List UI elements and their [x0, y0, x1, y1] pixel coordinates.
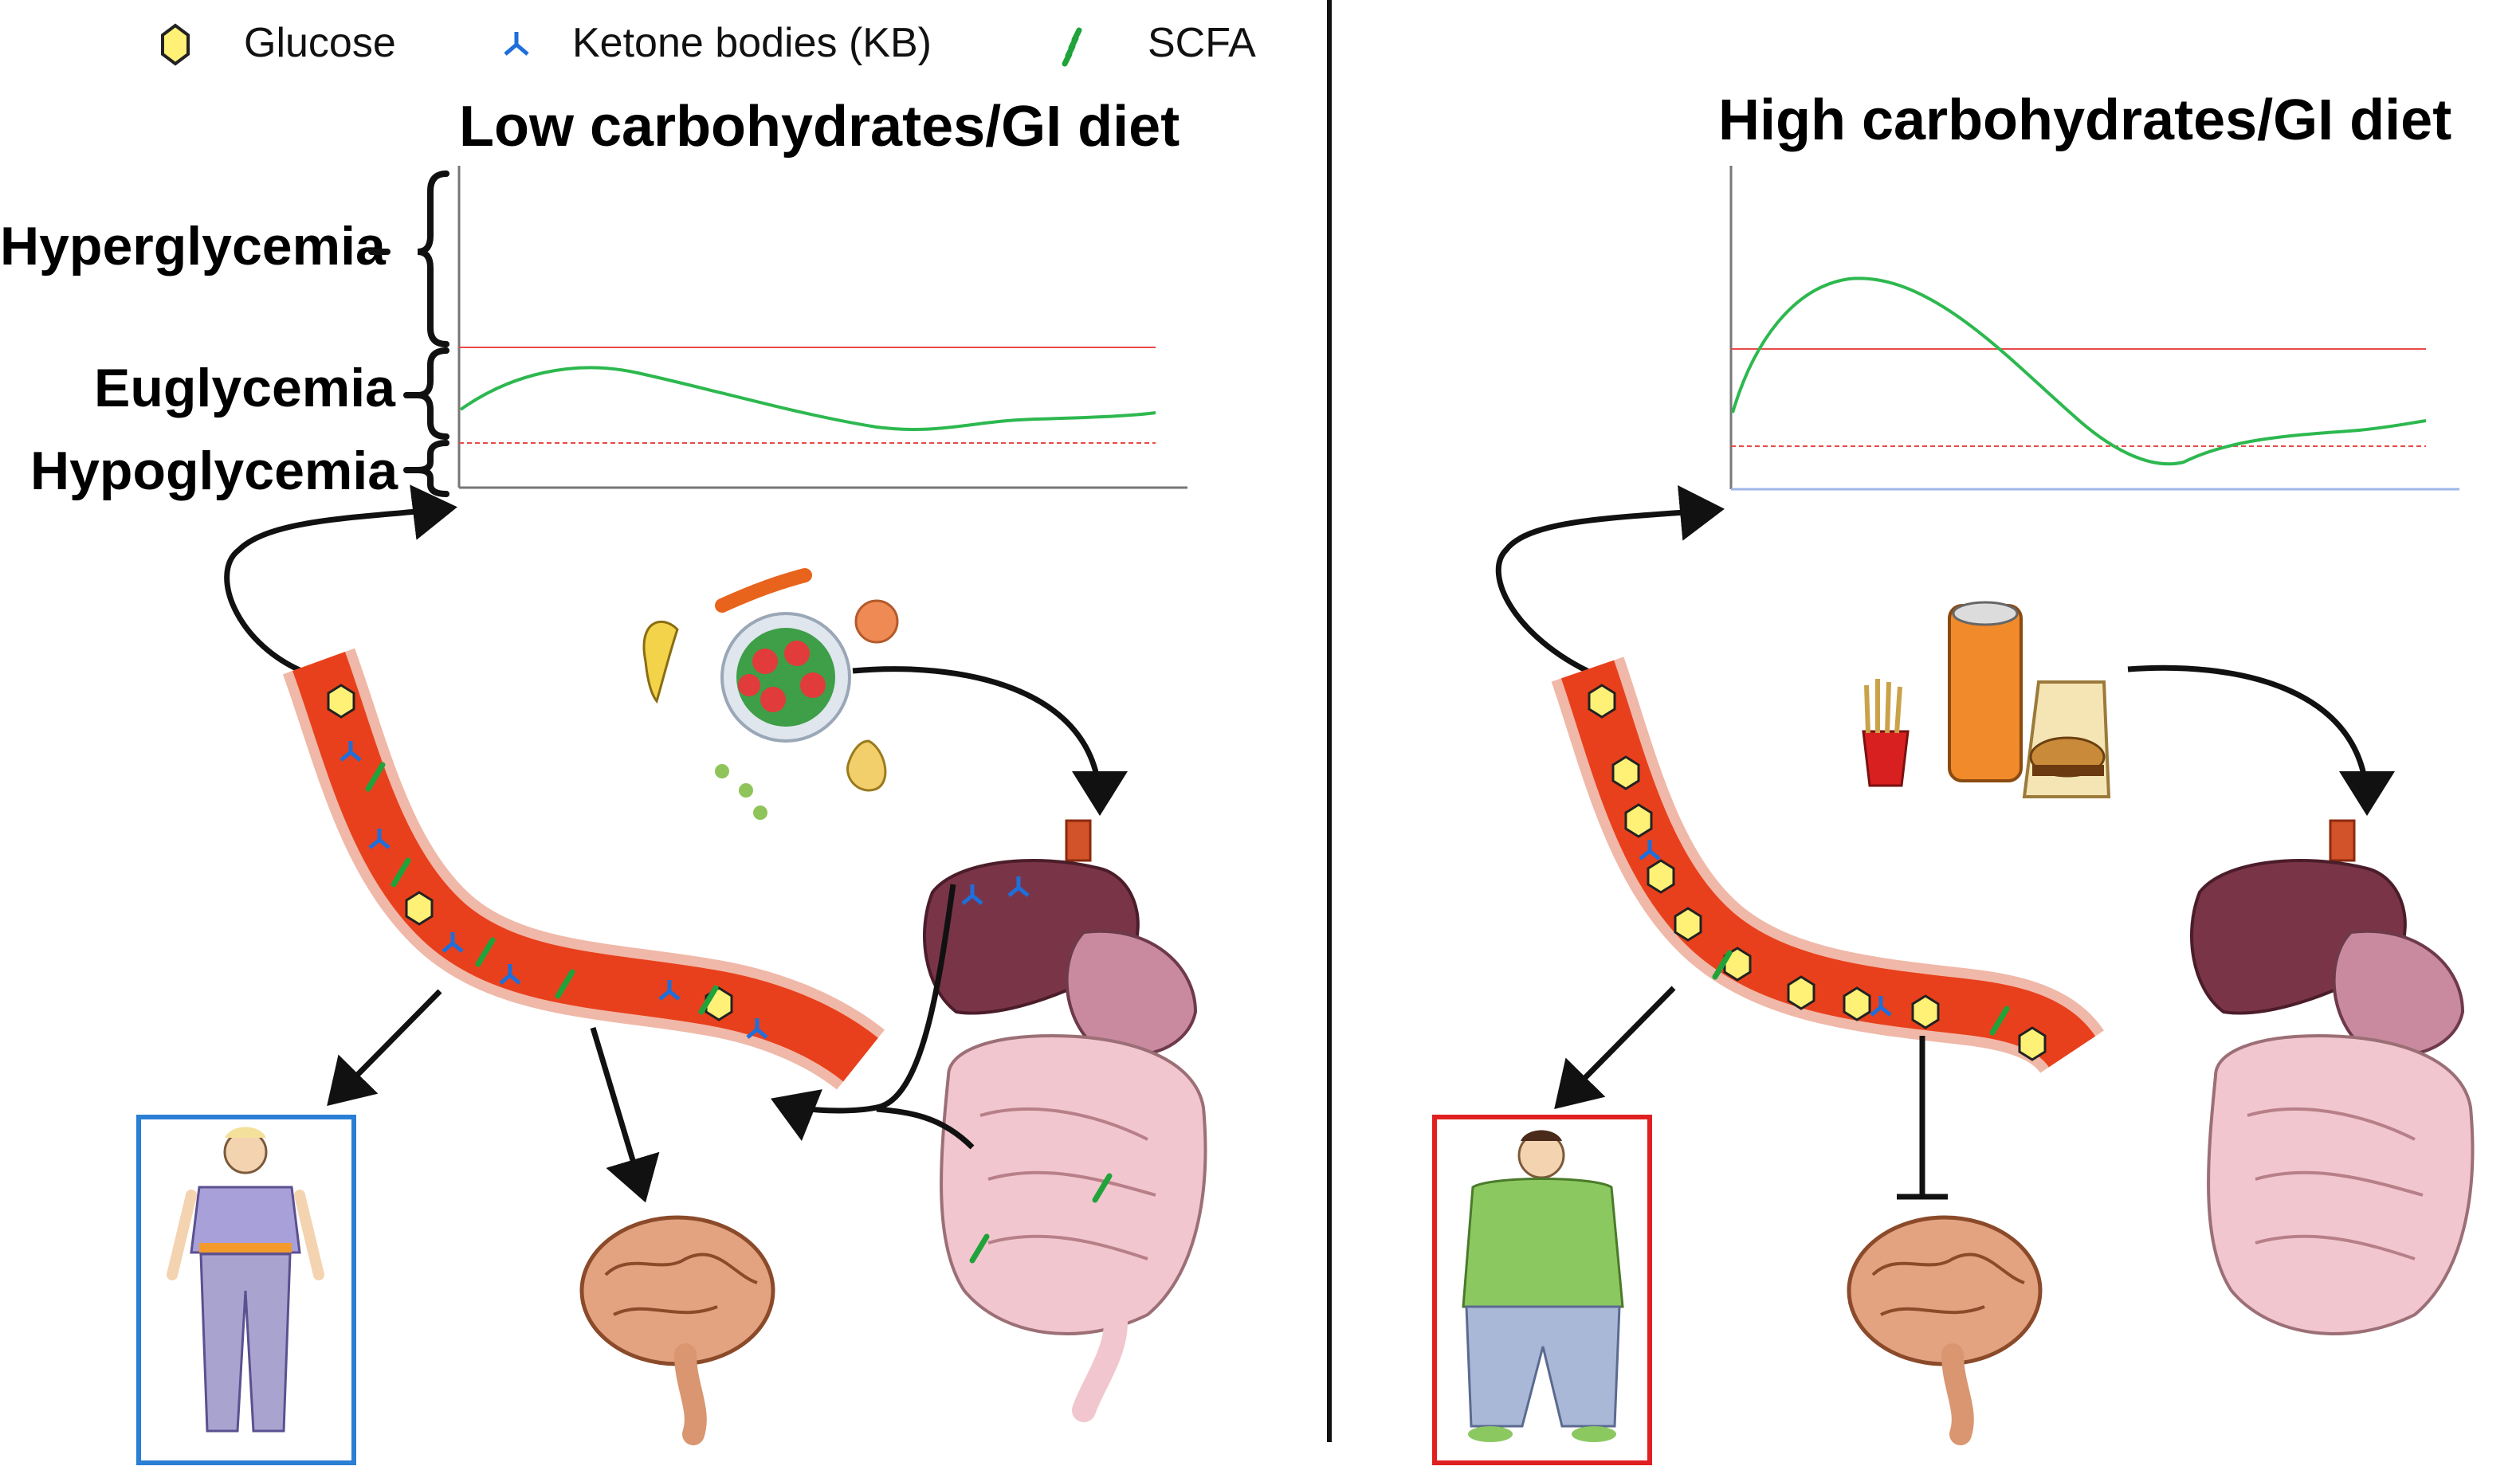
left-digestive-organs-icon	[923, 819, 1207, 1422]
zone-label-hypoglycemia: Hypoglycemia	[30, 441, 398, 501]
healthy-food-icon	[642, 568, 899, 820]
zone-label-hyperglycemia: Hyperglycemia	[0, 216, 386, 276]
right-brain-icon	[1847, 1215, 2043, 1445]
legend-glucose-label: Glucose	[244, 20, 396, 66]
legend-ketone-label: Ketone bodies (KB)	[572, 20, 932, 66]
left-panel-title: Low carbohydrates/GI diet	[459, 95, 1180, 159]
left-brain-icon	[579, 1215, 775, 1445]
right-arrow-food-to-gut	[2127, 664, 2395, 816]
ketone-body-icon	[504, 32, 529, 56]
left-blood-vessel	[282, 648, 885, 1091]
right-digestive-organs-icon	[2190, 819, 2475, 1335]
left-arrow-vessel-to-chart	[224, 484, 457, 680]
right-panel-title: High carbohydrates/GI diet	[1718, 88, 2452, 152]
zone-label-euglycemia: Euglycemia	[94, 358, 395, 418]
right-inhibit-to-brain	[1897, 1036, 1948, 1200]
right-vessel-ketones	[1639, 840, 1892, 1017]
left-arrow-gut-to-vessel	[770, 884, 956, 1142]
left-glucose-chart	[457, 166, 1187, 489]
left-glucose-curve	[459, 366, 1156, 431]
right-blood-vessel	[1551, 657, 2104, 1075]
left-arrow-to-brain	[590, 1026, 660, 1203]
scfa-icon	[1062, 27, 1082, 67]
junk-food-icon	[1862, 601, 2111, 798]
left-arrow-to-body	[327, 989, 442, 1106]
zone-brackets	[368, 171, 449, 497]
glucose-icon	[161, 23, 190, 66]
obese-person-icon	[1462, 1130, 1624, 1442]
right-vessel-scfa	[1712, 950, 2010, 1036]
legend-scfa-label: SCFA	[1148, 20, 1256, 66]
right-glucose-chart	[1729, 166, 2459, 491]
left-vessel-ketones	[340, 741, 768, 1039]
right-vessel-glucose	[1588, 684, 2047, 1061]
right-glucose-curve	[1731, 276, 2427, 466]
left-arrow-food-to-gut	[852, 666, 1128, 816]
left-vessel-scfa	[365, 762, 719, 1015]
lean-person-icon	[167, 1127, 324, 1433]
right-arrow-to-body	[1554, 986, 1676, 1109]
right-arrow-vessel-to-chart	[1495, 484, 1725, 677]
